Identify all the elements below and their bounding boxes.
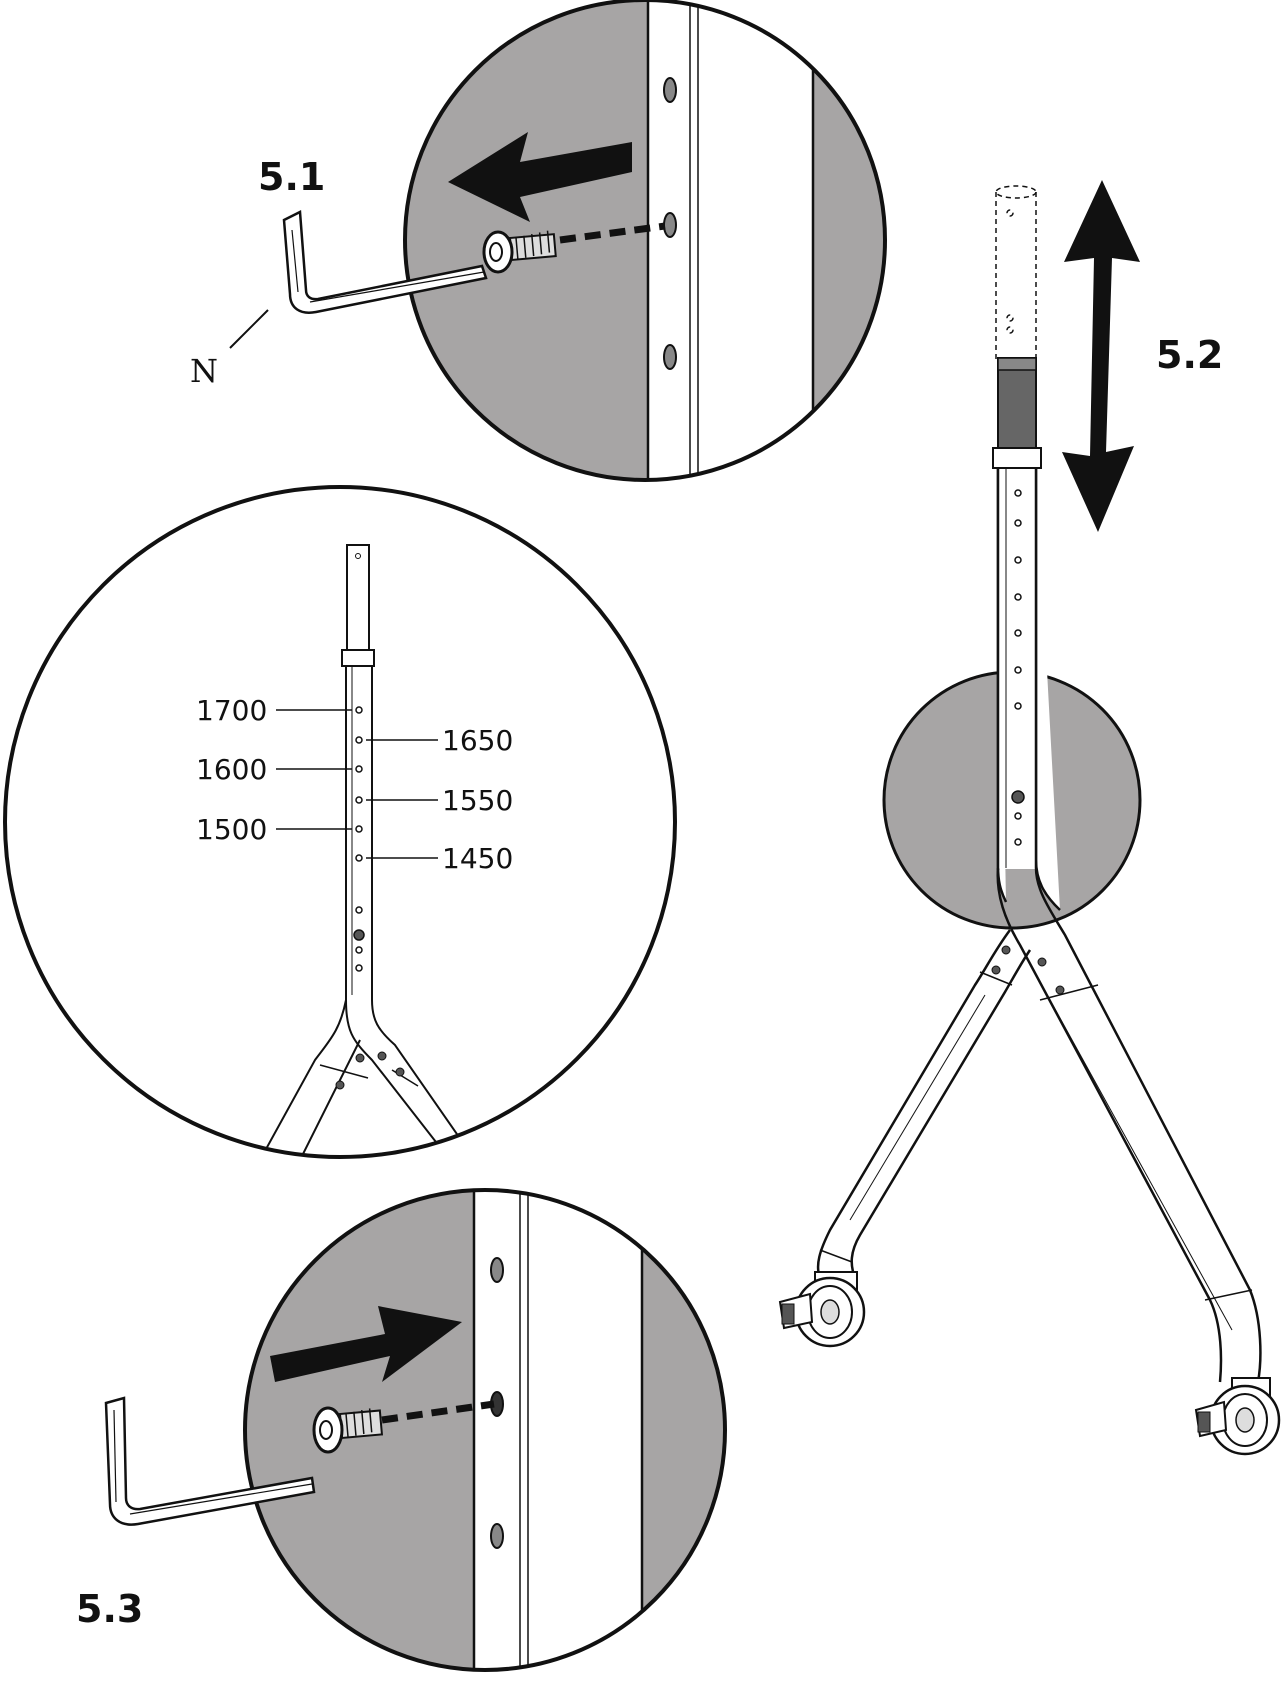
inner-tube-extended-ghost	[995, 185, 1037, 360]
tube-hole	[663, 212, 677, 238]
caster-wheel-right	[1194, 1377, 1281, 1456]
part-label-leader	[229, 309, 269, 349]
tube-screw-installed	[353, 929, 365, 941]
screw-path-dashed	[559, 222, 666, 244]
tube-hole	[663, 77, 677, 103]
arrow-left-icon	[448, 132, 632, 222]
step-label-5-3: 5.3	[76, 1587, 143, 1631]
step-label-5-1: 5.1	[258, 155, 325, 199]
step-label-5-2: 5.2	[1156, 333, 1223, 377]
detail-circle-step-5-1	[282, 0, 887, 482]
hex-key-icon	[104, 1396, 316, 1526]
height-label-1650: 1650	[442, 724, 513, 757]
tube-hole	[490, 1523, 504, 1549]
height-leader-lines	[276, 709, 438, 859]
screw-icon	[482, 230, 557, 274]
height-label-1450: 1450	[442, 842, 513, 875]
hex-key-icon	[282, 210, 488, 314]
height-label-1700: 1700	[196, 694, 267, 727]
screw-icon	[312, 1406, 384, 1454]
detail-circle-step-5-3	[104, 1188, 727, 1672]
screw-path-dashed	[381, 1400, 495, 1424]
caster-wheel-left	[778, 1271, 866, 1348]
tube-collar	[992, 447, 1042, 469]
stand-overview	[778, 180, 1281, 1456]
arrow-up-down-icon	[1062, 180, 1140, 532]
height-label-1550: 1550	[442, 784, 513, 817]
detail-circle-height-scale: 1700 1600 1500 1650 1550 1450	[3, 485, 677, 1159]
tube-hole	[663, 344, 677, 370]
left-leg	[816, 929, 1012, 1279]
right-leg	[1034, 867, 1262, 1383]
arrow-right-icon	[270, 1306, 462, 1382]
tube-hole	[490, 1257, 504, 1283]
inner-tube	[997, 357, 1037, 449]
height-label-1600: 1600	[196, 753, 267, 786]
part-label-n: N	[190, 352, 218, 390]
height-label-1500: 1500	[196, 813, 267, 846]
